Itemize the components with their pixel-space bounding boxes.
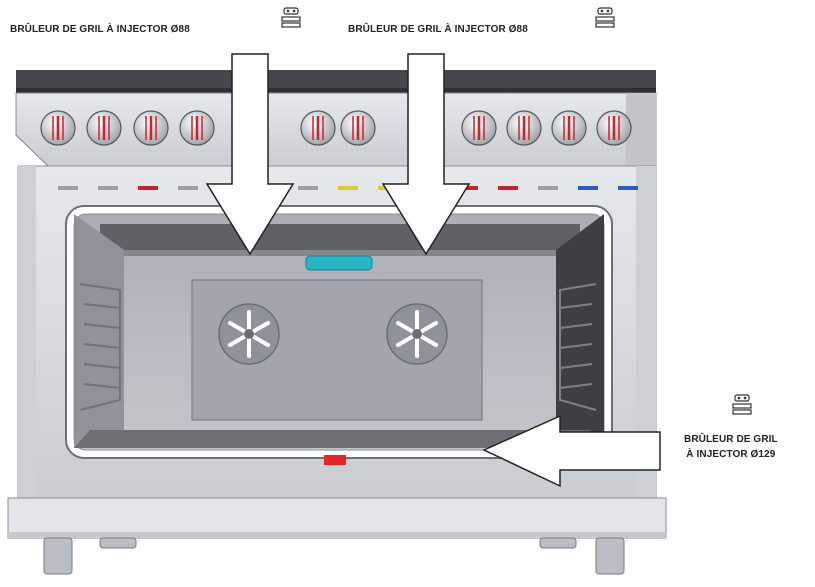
- strip-segment: [138, 186, 158, 190]
- fan-left: [218, 303, 280, 365]
- grill-burner-icon: [281, 7, 301, 28]
- strip-segment: [578, 186, 598, 190]
- label-center-burner: BRÛLEUR DE GRIL À INJECTOR Ø88: [348, 24, 528, 35]
- strip-segment: [538, 186, 558, 190]
- knob: [86, 110, 122, 146]
- red-indicator: [324, 455, 346, 465]
- arrow-left-bottom: [482, 414, 661, 488]
- rack-right: [559, 283, 597, 411]
- strip-segment: [98, 186, 118, 190]
- label-left-burner: BRÛLEUR DE GRIL À INJECTOR Ø88: [10, 24, 190, 35]
- knob: [340, 110, 376, 146]
- arrow-down-center: [381, 53, 471, 256]
- knob: [179, 110, 215, 146]
- grill-burner-icon: [595, 7, 615, 28]
- indicator-strip: [58, 186, 638, 190]
- label-right-burner: BRÛLEUR DE GRIL À INJECTOR Ø129: [684, 432, 778, 462]
- arrow-down-left: [205, 53, 295, 256]
- strip-segment: [178, 186, 198, 190]
- fan-right: [386, 303, 448, 365]
- knob: [506, 110, 542, 146]
- strip-segment: [58, 186, 78, 190]
- oven-feet: [43, 537, 625, 575]
- strip-segment: [338, 186, 358, 190]
- strip-segment: [458, 186, 478, 190]
- label-right-line1: BRÛLEUR DE GRIL: [684, 434, 778, 445]
- strip-segment: [298, 186, 318, 190]
- grill-burner-icon: [732, 394, 752, 415]
- label-right-line2: À INJECTOR Ø129: [686, 449, 776, 460]
- probe-connector: [305, 255, 373, 271]
- strip-segment: [618, 186, 638, 190]
- oven-base: [7, 497, 667, 539]
- oven-cavity: [65, 205, 613, 459]
- knob: [133, 110, 169, 146]
- rack-left: [79, 283, 121, 411]
- knob: [551, 110, 587, 146]
- knob: [461, 110, 497, 146]
- knob-row: [40, 110, 632, 146]
- knob: [596, 110, 632, 146]
- cooktop-top: [16, 70, 656, 93]
- knob: [40, 110, 76, 146]
- strip-segment: [498, 186, 518, 190]
- knob: [300, 110, 336, 146]
